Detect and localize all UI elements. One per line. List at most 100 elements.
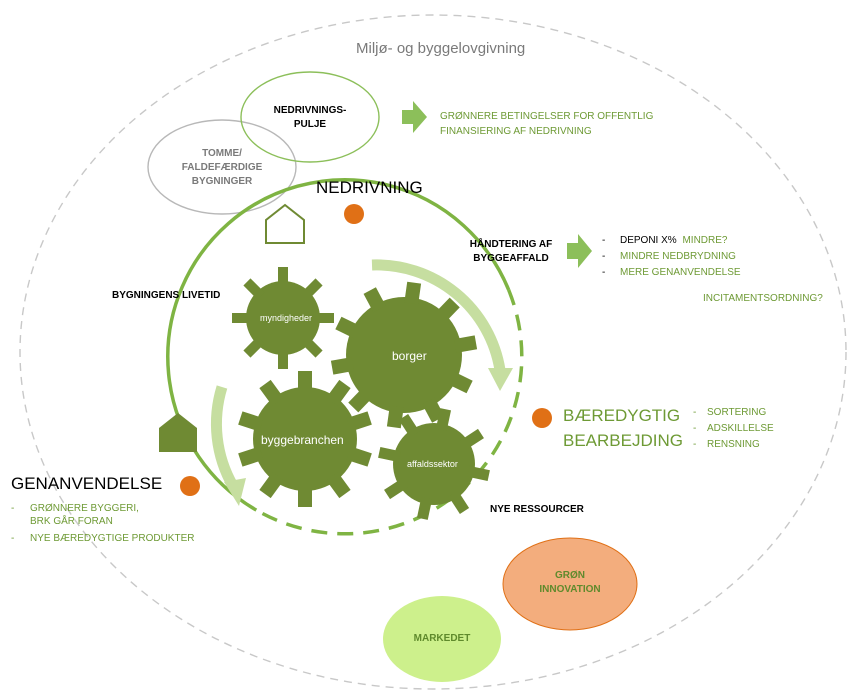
- list-dash: -: [693, 439, 697, 450]
- inner-arrow-right: [371, 259, 506, 371]
- gear-tooth: [346, 446, 372, 467]
- house-icon-left: [159, 413, 197, 452]
- gear-borger-icon: [330, 281, 478, 429]
- gear-affaldssektor-icon: [378, 408, 490, 520]
- bearbejdning-list-text: RENSNING: [707, 439, 760, 450]
- house-icon-top: [265, 203, 305, 244]
- finansiering-label: GRØNNERE BETINGELSER FOR OFFENTLIG FINAN…: [440, 109, 653, 139]
- gear-tooth: [326, 472, 351, 499]
- finansiering-line2: FINANSIERING AF NEDRIVNING: [440, 126, 592, 137]
- gear-tooth: [404, 281, 422, 305]
- arrow-to-affald-icon: [567, 234, 592, 268]
- bearbejdning-list-item: -SORTERING: [693, 405, 774, 421]
- gears-group: [232, 267, 490, 520]
- gear-tooth: [259, 472, 284, 499]
- gear-tooth: [467, 465, 490, 482]
- gear-tooth: [278, 267, 288, 287]
- nye-ressourcer-label: NYE RESSOURCER: [490, 504, 584, 515]
- nedrivningspulje-label: NEDRIVNINGS- PULJE: [258, 104, 362, 132]
- bearbejdning-list-item: -ADSKILLELSE: [693, 421, 774, 437]
- gear-tooth: [435, 408, 452, 431]
- markedet-ellipse: [383, 596, 501, 682]
- deponi-question: MINDRE?: [682, 235, 728, 246]
- arrow-to-finansiering-icon: [402, 101, 427, 133]
- baeredygtig-line2: BEARBEJDING: [563, 431, 683, 450]
- groen-line2: INNOVATION: [539, 584, 601, 595]
- deponi-dash: -: [602, 235, 606, 246]
- gear-myndigheder-label: myndigheder: [260, 313, 313, 323]
- finansiering-line1: GRØNNERE BETINGELSER FOR OFFENTLIG: [440, 111, 654, 122]
- affald-list: -DEPONI X% MINDRE? -MINDRE NEDBRYDNING-M…: [602, 233, 741, 281]
- markedet-label: MARKEDET: [413, 633, 471, 644]
- bearbejdning-list-text: SORTERING: [707, 407, 767, 418]
- baeredygtig-heading: BÆREDYGTIG BEARBEJDING: [563, 403, 683, 453]
- affald-list-text: MERE GENANVENDELSE: [620, 267, 741, 278]
- list-dash: -: [602, 267, 606, 278]
- outer-legislation-ellipse: [19, 14, 847, 690]
- gear-tooth: [298, 485, 312, 507]
- gear-tooth: [386, 405, 404, 429]
- affald-list-item: -MINDRE NEDBRYDNING: [602, 249, 741, 265]
- nedrivningspulje-line1: NEDRIVNINGS-: [273, 105, 347, 116]
- gear-body: [246, 281, 320, 355]
- orange-dot-nedrivning: [344, 204, 364, 224]
- gear-tooth: [448, 490, 470, 514]
- gear-tooth: [460, 428, 484, 450]
- inner-arrow-left-head: [224, 478, 246, 506]
- orange-dot-genanvendelse: [180, 476, 200, 496]
- baeredygtig-line1: BÆREDYGTIG: [563, 406, 681, 425]
- gear-borger-label: borger: [392, 349, 427, 363]
- genanvendelse-heading: GENANVENDELSE: [11, 474, 163, 493]
- gear-byggebranchen-label: byggebranchen: [261, 433, 344, 447]
- gear-tooth: [238, 446, 264, 467]
- gear-tooth: [330, 357, 355, 375]
- gear-byggebranchen-icon: [238, 371, 372, 507]
- list-dash: -: [693, 423, 697, 434]
- incitament-label: INCITAMENTSORDNING?: [703, 293, 823, 304]
- haandtering-label: HÅNDTERING AF BYGGEAFFALD: [454, 238, 568, 266]
- gear-tooth: [243, 336, 265, 358]
- gear-tooth: [416, 497, 433, 520]
- groen-line1: GRØN: [555, 570, 585, 581]
- tomme-line2: FALDEFÆRDIGE: [181, 162, 263, 173]
- affald-list-text: MINDRE NEDBRYDNING: [620, 251, 736, 262]
- gear-tooth: [378, 446, 401, 463]
- deponi-item: - DEPONI X% MINDRE?: [602, 233, 741, 249]
- nedrivning-heading: NEDRIVNING: [316, 178, 423, 197]
- gear-myndigheder-icon: [232, 267, 334, 369]
- gear-body: [393, 423, 475, 505]
- gear-tooth: [384, 478, 408, 500]
- nedrivningspulje-line2: PULJE: [293, 119, 327, 130]
- gear-tooth: [348, 387, 373, 413]
- tomme-line3: BYGNINGER: [191, 176, 253, 187]
- tomme-bygninger-ellipse: [147, 119, 297, 215]
- list-dash: -: [11, 503, 15, 514]
- inner-arrow-right-head: [488, 368, 513, 391]
- deponi-label: DEPONI X%: [620, 235, 677, 246]
- gear-tooth: [238, 411, 264, 432]
- bearbejdning-list: -SORTERING-ADSKILLELSE-RENSNING: [693, 405, 774, 453]
- gear-tooth: [335, 316, 361, 339]
- gear-tooth: [346, 411, 372, 432]
- gear-body: [346, 297, 462, 413]
- genanv-list-item: - NYE BÆREDYGTIGE PRODUKTER: [11, 532, 194, 545]
- affald-list-item: - MERE GENANVENDELSE: [602, 265, 741, 281]
- outer-title: Miljø- og byggelovgivning: [356, 40, 526, 57]
- gear-tooth: [363, 287, 386, 313]
- gear-tooth: [326, 379, 351, 406]
- tomme-bygninger-label: TOMME/ FALDEFÆRDIGE BYGNINGER: [164, 147, 280, 189]
- gear-affaldssektor-label: affaldssektor: [407, 459, 458, 469]
- genanv-list-item: -GRØNNERE BYGGERI,BRK GÅR FORAN: [11, 502, 194, 528]
- gear-tooth: [243, 278, 265, 300]
- inner-arrow-left: [210, 385, 238, 489]
- tomme-line1: TOMME/: [202, 148, 242, 159]
- list-dash: -: [11, 533, 15, 544]
- genanv-list-line: NYE BÆREDYGTIGE PRODUKTER: [30, 533, 195, 544]
- haandtering-line1: HÅNDTERING AF: [469, 239, 553, 250]
- groen-innovation-label: GRØN INNOVATION: [510, 569, 630, 597]
- gear-tooth: [314, 313, 334, 323]
- nedrivningspulje-ellipse: [240, 71, 380, 163]
- groen-innovation-ellipse: [502, 537, 638, 631]
- gear-tooth: [301, 278, 323, 300]
